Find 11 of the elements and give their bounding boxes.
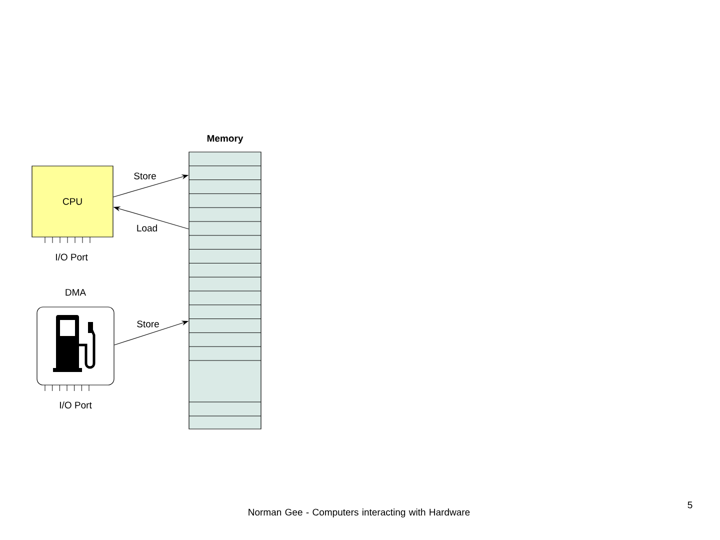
node-label: Memory (207, 135, 244, 144)
page-number: 5 (688, 502, 692, 508)
edge-label: Store (132, 172, 158, 180)
edge-label: Store (136, 320, 160, 328)
caption: Norman Gee - Computers interacting with Hardware (248, 508, 470, 518)
port-label: I/O Port (60, 402, 92, 408)
memory-block: Memory (188, 135, 262, 430)
edge-label: Load (135, 224, 159, 232)
node-label: DMA (66, 289, 86, 296)
port-label: I/O Port (56, 254, 88, 260)
cpu-chip: CPU (32, 166, 114, 244)
